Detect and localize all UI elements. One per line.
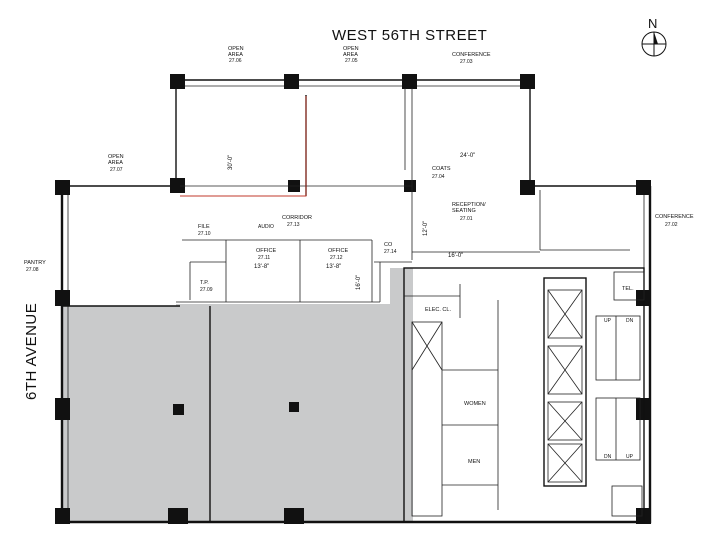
tag-office-2: 27.12 (330, 255, 343, 261)
room-office-2: OFFICE (328, 248, 348, 254)
tag-conference-2: 27.02 (665, 222, 678, 228)
dimension-4: 13'-8" (254, 264, 269, 270)
dimension-3: 30'-0" (228, 155, 234, 170)
building-core (403, 267, 645, 523)
stair-dn-2: DN (604, 454, 612, 460)
tag-open-area-2: 27.05 (345, 58, 358, 64)
stair-up-2: UP (626, 454, 634, 460)
room-pantry: PANTRY (24, 260, 46, 266)
room-office-1: OFFICE (256, 248, 276, 254)
room-conference-1: CONFERENCE (452, 52, 491, 58)
north-street-label: WEST 56TH STREET (332, 27, 487, 44)
tag-copy: 27.14 (384, 249, 397, 255)
room-reception: RECEPTION/SEATING (452, 202, 486, 214)
tag-pantry: 27.08 (26, 267, 39, 273)
shaded-area (62, 268, 413, 522)
dimension-labels: 24'-0" 16'-0" 30'-0" 13'-8" 13'-8" 12'-0… (228, 153, 475, 290)
room-tel: TEL. (622, 286, 634, 292)
tag-corridor: 27.13 (287, 222, 300, 228)
tag-reception: 27.01 (460, 216, 473, 222)
dimension-6: 12'-0" (423, 221, 429, 236)
audio-label: AUDIO (258, 224, 274, 230)
stair-up-1: UP (604, 318, 612, 324)
tag-open-area-1: 27.06 (229, 58, 242, 64)
room-coats: COATS (432, 166, 451, 172)
tag-office-1: 27.11 (258, 255, 270, 261)
room-men: MEN (468, 459, 480, 465)
tag-file: 27.10 (198, 231, 211, 237)
room-tp: T.P. (200, 280, 209, 286)
room-elec: ELEC. CL. (425, 307, 451, 313)
north-label: N (648, 16, 657, 31)
room-conference-2: CONFERENCE (655, 214, 694, 220)
room-women: WOMEN (464, 401, 486, 407)
markup-lines (180, 96, 307, 197)
dimension-7: 16'-0" (356, 275, 362, 290)
stair-dn-1: DN (626, 318, 634, 324)
stair-labels: UP DN DN UP (604, 318, 634, 460)
tag-tp: 27.09 (200, 287, 213, 293)
dimension-5: 13'-8" (326, 264, 341, 270)
tag-open-area-3: 27.07 (110, 167, 123, 173)
north-arrow: N (641, 16, 667, 57)
tag-coats: 27.04 (432, 174, 445, 180)
west-street-label: 6TH AVENUE (23, 303, 40, 400)
dimension-2: 16'-0" (448, 253, 463, 259)
room-file: FILE (198, 224, 210, 230)
tag-conference-1: 27.03 (460, 59, 473, 65)
dimension-1: 24'-0" (460, 153, 475, 159)
room-copy: CO (384, 242, 393, 248)
room-corridor: CORRIDOR (282, 215, 312, 221)
